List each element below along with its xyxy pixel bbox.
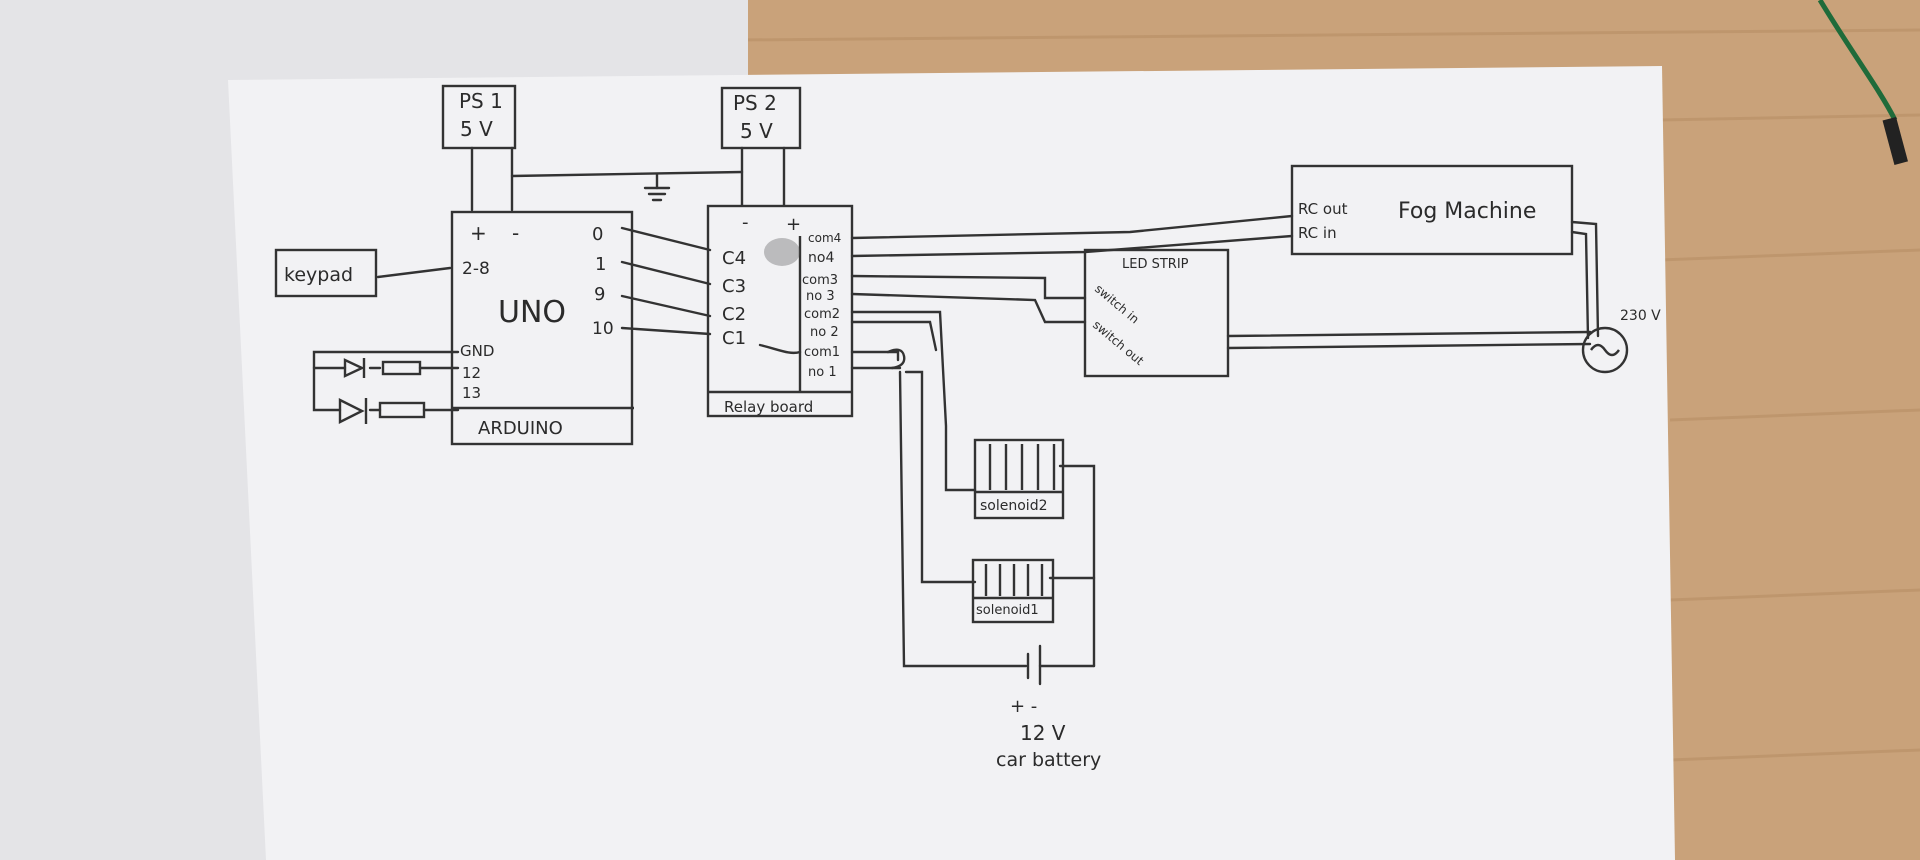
green-wire [1817,0,1898,122]
arduino-pin-range: 2-8 [462,259,490,279]
relay-terminal-com4: com4 [808,231,841,245]
resistor1-symbol [381,360,422,376]
arduino-plus: + [470,221,487,245]
arduino-pin-0: 0 [592,224,603,245]
relay-terminal-no1: no 1 [808,365,837,380]
ps1-voltage: 5 V [460,117,493,141]
resistor2-symbol [378,401,426,419]
arduino-pin-12: 12 [462,364,481,382]
ps2-voltage: 5 V [740,119,773,143]
battery-voltage: 12 V [1020,721,1066,745]
solenoid1-box [971,558,1055,624]
wires [312,146,1600,686]
keypad-box [274,248,378,298]
relay-terminal-com2: com2 [804,307,840,322]
wire-tip [1882,116,1908,165]
ps1-box [441,84,517,150]
arduino-footer: ARDUINO [478,418,563,439]
arduino-pin-1: 1 [595,254,606,275]
relay-footer: Relay board [724,398,813,416]
wood-grain [739,28,1920,762]
arduino-pin-9: 9 [594,284,605,305]
arduino-pin-10: 10 [592,319,614,339]
relay-minus: - [742,212,749,233]
relay-channel-c1: C1 [722,328,746,349]
relay-channel-c3: C3 [722,276,746,297]
fog-title: Fog Machine [1398,199,1536,224]
solenoid2-box [973,438,1065,520]
fog-machine-box [1290,164,1574,256]
component-boxes [274,84,1629,624]
relay-terminal-no2: no 2 [810,325,839,340]
relay-terminal-com3: com3 [802,273,838,288]
relay-channel-c2: C2 [722,304,746,325]
relay-terminal-com1: com1 [804,345,840,360]
battery-polarity: + - [1010,696,1037,717]
led-strip-title: LED STRIP [1122,257,1189,272]
arduino-title: UNO [498,295,566,330]
keypad-label: keypad [284,264,353,286]
relay-channel-c4: C4 [722,248,746,269]
relay-terminal-no4: no4 [808,250,834,266]
main-paper [228,66,1675,860]
relay-terminal-no3: no 3 [806,289,835,304]
solenoid2-label: solenoid2 [980,498,1047,514]
arduino-pin-gnd: GND [460,342,494,360]
arduino-pin-13: 13 [462,384,481,402]
solenoid1-label: solenoid1 [976,603,1039,618]
back-paper [0,0,748,860]
ps2-box [720,86,802,150]
fog-rc-out: RC out [1298,200,1348,218]
relay-plus: + [786,214,801,235]
led1-symbol [343,358,365,378]
ps1-label: PS 1 [459,89,503,113]
led-strip-box [1083,248,1230,378]
arduino-minus: - [512,221,519,245]
ac-label: 230 V [1620,308,1661,324]
battery-label: car battery [996,749,1101,771]
pencil-smudge [764,238,800,266]
ps2-label: PS 2 [733,91,777,115]
ac-source-circle [1581,326,1629,374]
arduino-box [450,210,634,446]
led2-symbol [338,398,365,424]
fog-rc-in: RC in [1298,224,1337,242]
relay-box [706,204,854,418]
